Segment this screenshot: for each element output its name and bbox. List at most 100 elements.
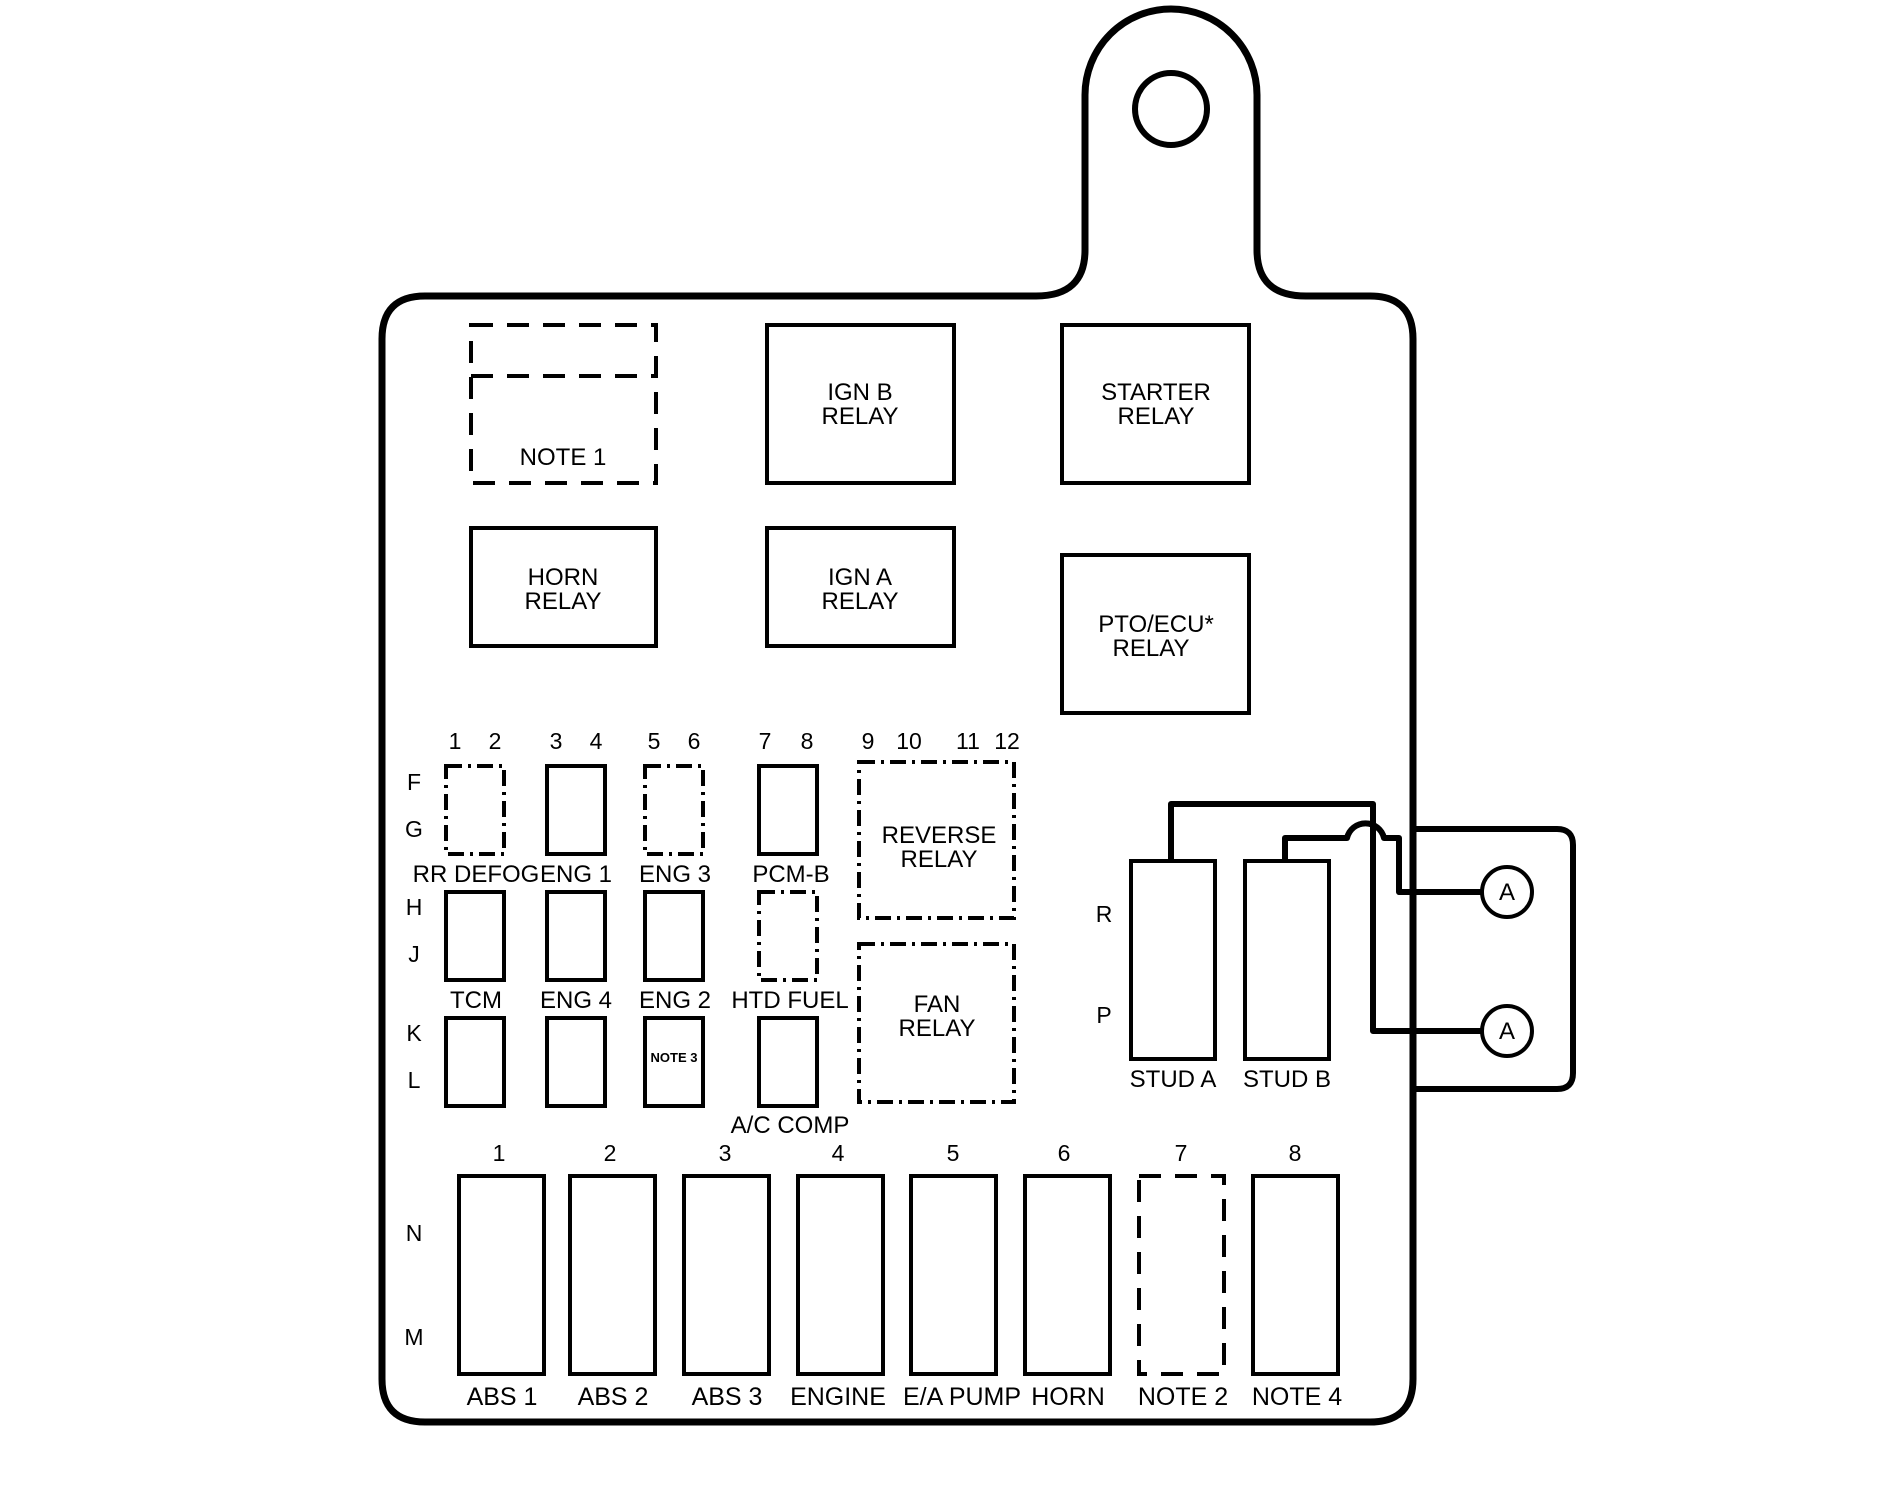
column-number: 8 xyxy=(801,728,814,754)
side-connector-housing xyxy=(1413,826,1576,1092)
pto-ecu-relay-label-line2: RELAY xyxy=(1113,635,1190,662)
stud-b xyxy=(1243,859,1331,1061)
maxi-fuse-abs1 xyxy=(457,1174,546,1376)
stud-row-letter: P xyxy=(1096,1002,1111,1028)
eng3-label: ENG 3 xyxy=(639,861,711,888)
starter-relay-label-line2: RELAY xyxy=(1118,403,1195,430)
column-number: 2 xyxy=(489,728,502,754)
maxi-fuse-note2 xyxy=(1137,1174,1226,1376)
ign-a-relay-label-line1: IGN A xyxy=(828,564,892,591)
column-number: 8 xyxy=(1289,1140,1302,1166)
htd-fuel-label: HTD FUEL xyxy=(731,987,848,1014)
eng1-label: ENG 1 xyxy=(540,861,612,888)
maxi-row-letter: M xyxy=(404,1324,423,1350)
stud-a-wire xyxy=(1168,801,1484,1034)
row-letter: G xyxy=(405,816,423,842)
tcm-label: TCM xyxy=(450,987,502,1014)
horn-relay: HORN RELAY xyxy=(469,526,658,648)
column-number: 4 xyxy=(832,1140,845,1166)
maxi-fuse-label: NOTE 4 xyxy=(1252,1383,1342,1411)
fuse-eng4 xyxy=(545,890,607,982)
maxi-fuse-abs2 xyxy=(568,1174,657,1376)
fuse-eng1 xyxy=(545,764,607,856)
maxi-fuse-engine xyxy=(796,1174,885,1376)
column-number: 3 xyxy=(550,728,563,754)
maxi-fuse-column-numbers: 1 2 3 4 5 6 7 8 xyxy=(493,1140,1302,1166)
fan-relay: FAN RELAY xyxy=(857,942,1016,1104)
column-number: 3 xyxy=(719,1140,732,1166)
mini-fuse-column-numbers: 1 2 3 4 5 6 7 8 9 10 11 12 xyxy=(449,728,1020,754)
maxi-row-letter: N xyxy=(406,1220,423,1246)
column-number: 6 xyxy=(1058,1140,1071,1166)
maxi-fuse-label: HORN xyxy=(1031,1383,1105,1411)
eng2-label: ENG 2 xyxy=(639,987,711,1014)
stud-a-label: STUD A xyxy=(1130,1066,1217,1093)
stud-b-label: STUD B xyxy=(1243,1066,1331,1093)
row-letter: H xyxy=(406,894,423,920)
fuse-eng2 xyxy=(643,890,705,982)
fuse-k-l-3 xyxy=(545,1016,607,1108)
fuse-pcm-b xyxy=(757,764,819,856)
maxi-fuse-abs3 xyxy=(682,1174,771,1376)
column-number: 10 xyxy=(896,728,922,754)
maxi-fuse-label: ABS 1 xyxy=(467,1383,538,1411)
ign-b-relay-label-line1: IGN B xyxy=(827,379,892,406)
column-number: 4 xyxy=(590,728,603,754)
maxi-fuse-label: ENGINE xyxy=(790,1383,886,1411)
fuse-htd-fuel xyxy=(757,890,819,982)
maxi-fuse-label: ABS 2 xyxy=(578,1383,649,1411)
starter-relay-label-line1: STARTER xyxy=(1101,379,1211,406)
pto-ecu-relay: PTO/ECU* RELAY xyxy=(1060,553,1251,715)
pcm-b-label: PCM-B xyxy=(752,861,829,888)
horn-relay-label-line2: RELAY xyxy=(525,588,602,615)
eng4-label: ENG 4 xyxy=(540,987,612,1014)
column-number: 7 xyxy=(759,728,772,754)
fuse-tcm xyxy=(444,890,506,982)
column-number: 7 xyxy=(1175,1140,1188,1166)
connector-a-top: A xyxy=(1480,865,1534,919)
connector-a-bottom-label: A xyxy=(1499,1018,1515,1045)
maxi-fuse-horn xyxy=(1023,1174,1112,1376)
fuse-ac-comp xyxy=(757,1016,819,1108)
row-letter: J xyxy=(408,941,420,967)
note3-label: NOTE 3 xyxy=(651,1050,698,1065)
row-letter: F xyxy=(407,769,421,795)
maxi-fuse-note4 xyxy=(1251,1174,1340,1376)
reverse-relay-label-line1: REVERSE xyxy=(882,822,997,849)
column-number: 6 xyxy=(688,728,701,754)
column-number: 5 xyxy=(648,728,661,754)
note1-relay-slot: NOTE 1 xyxy=(469,323,658,485)
reverse-relay: REVERSE RELAY xyxy=(857,760,1016,920)
fan-relay-label-line2: RELAY xyxy=(899,1015,976,1042)
connector-a-bottom: A xyxy=(1480,1004,1534,1058)
fuse-note3 xyxy=(643,1016,705,1108)
connector-a-top-label: A xyxy=(1499,879,1515,906)
column-number: 2 xyxy=(604,1140,617,1166)
fuse-eng3 xyxy=(643,764,705,856)
ign-a-relay-label-line2: RELAY xyxy=(822,588,899,615)
rr-defog-label: RR DEFOG xyxy=(413,861,540,888)
maxi-fuse-ea-pump xyxy=(909,1174,998,1376)
mounting-hole xyxy=(1132,70,1210,148)
maxi-fuse-label: NOTE 2 xyxy=(1138,1383,1228,1411)
stud-row-letter: R xyxy=(1096,901,1113,927)
column-number: 12 xyxy=(994,728,1020,754)
pto-ecu-relay-label-line1: PTO/ECU* xyxy=(1098,611,1214,638)
fan-relay-label-line1: FAN xyxy=(914,991,961,1018)
row-letter: K xyxy=(406,1020,422,1046)
ign-a-relay: IGN A RELAY xyxy=(765,526,956,648)
maxi-fuse-label: ABS 3 xyxy=(692,1383,763,1411)
ign-b-relay: IGN B RELAY xyxy=(765,323,956,485)
note1-label: NOTE 1 xyxy=(520,444,607,471)
reverse-relay-label-line2: RELAY xyxy=(901,846,978,873)
column-number: 9 xyxy=(862,728,875,754)
horn-relay-label-line1: HORN xyxy=(528,564,599,591)
mini-fuse-row-letters: F G H J K L xyxy=(405,769,423,1093)
column-number: 11 xyxy=(956,728,980,754)
stud-b-wire xyxy=(1282,820,1484,895)
stud-a xyxy=(1129,859,1217,1061)
fuse-rr-defog xyxy=(444,764,506,856)
column-number: 1 xyxy=(493,1140,506,1166)
starter-relay: STARTER RELAY xyxy=(1060,323,1251,485)
